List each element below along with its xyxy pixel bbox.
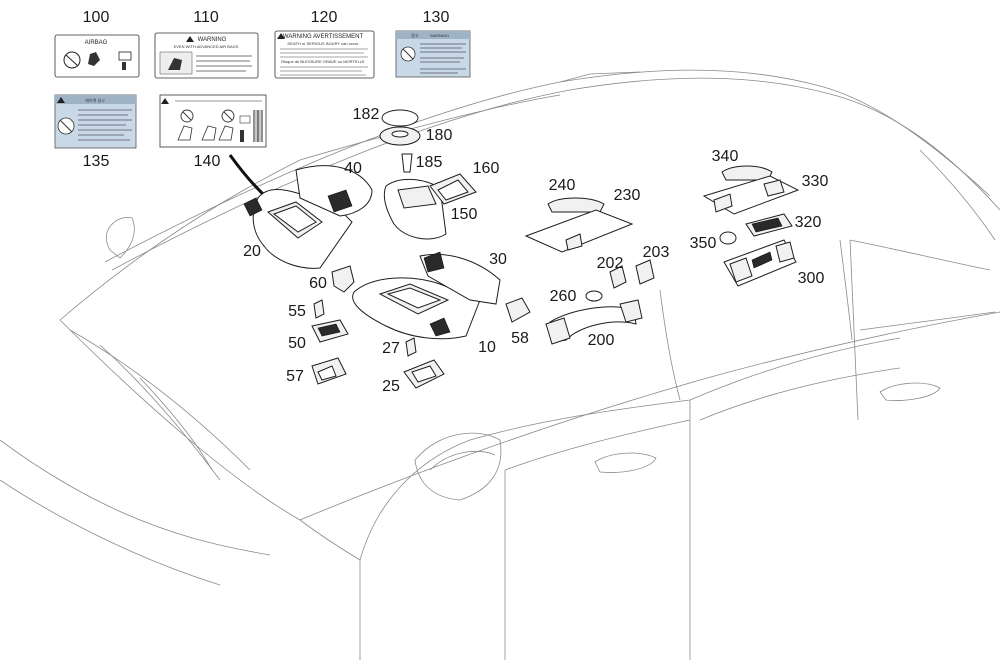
clip-203 bbox=[635, 259, 655, 285]
callout-25: 25 bbox=[382, 378, 400, 395]
clip-60 bbox=[331, 265, 355, 293]
grab-handle-200 bbox=[545, 299, 643, 345]
label-120-title: WARNING AVERTISSEMENT bbox=[283, 34, 364, 40]
mirror-pin-185 bbox=[401, 153, 413, 173]
visor-hinge-icon bbox=[327, 189, 353, 213]
clip-27 bbox=[405, 337, 417, 357]
hand-icon bbox=[240, 130, 244, 142]
warning-label-130: 130 경고 WARNING bbox=[395, 9, 471, 78]
warning-label-140: 140 bbox=[159, 94, 267, 170]
visor-bracket-40 bbox=[295, 165, 373, 217]
holder-57 bbox=[311, 357, 347, 385]
warning-triangle-icon bbox=[186, 36, 194, 42]
callouts: 20 40 30 10 60 55 50 57 27 25 58 182 180… bbox=[243, 106, 828, 395]
airbag-label-100: 100 AIRBAG bbox=[54, 9, 140, 78]
label-130-title: WARNING bbox=[430, 33, 449, 38]
callout-182: 182 bbox=[353, 106, 380, 123]
callout-135: 135 bbox=[83, 153, 110, 170]
callout-240: 240 bbox=[549, 177, 576, 194]
callout-130: 130 bbox=[423, 9, 450, 26]
warning-label-110: 110 WARNING EVEN WITH ADVANCED AIR BAGS bbox=[154, 9, 259, 79]
overhead-console-300 bbox=[723, 239, 797, 287]
prohibition-icon-2 bbox=[221, 109, 235, 123]
clip-55 bbox=[313, 299, 325, 319]
callout-10: 10 bbox=[478, 339, 496, 356]
bracket-230 bbox=[524, 209, 634, 253]
rear-view-mirror-150 bbox=[383, 179, 447, 240]
callout-200: 200 bbox=[588, 332, 615, 349]
warning-label-135: 에어백 경고 135 bbox=[54, 94, 137, 170]
callout-57: 57 bbox=[286, 368, 304, 385]
visor-clip-icon bbox=[429, 317, 451, 337]
mirror-base-180 bbox=[379, 126, 421, 146]
warning-triangle-icon bbox=[161, 98, 169, 104]
prohibition-icon bbox=[180, 109, 194, 123]
callout-230: 230 bbox=[614, 187, 641, 204]
manual-icon bbox=[118, 51, 132, 61]
console-bracket-330 bbox=[702, 175, 800, 215]
hand-icon bbox=[122, 62, 126, 70]
bulb-350 bbox=[719, 231, 737, 245]
callout-120: 120 bbox=[311, 9, 338, 26]
clip-202 bbox=[609, 265, 627, 289]
label-110-title: WARNING bbox=[198, 37, 227, 43]
barcode bbox=[253, 110, 263, 142]
callout-180: 180 bbox=[426, 127, 453, 144]
callout-60: 60 bbox=[309, 275, 327, 292]
label-100-title: AIRBAG bbox=[85, 40, 108, 46]
callout-40: 40 bbox=[344, 160, 362, 177]
cap-260 bbox=[585, 290, 603, 302]
mirror-cover-160 bbox=[429, 173, 477, 205]
console-switch-320 bbox=[745, 213, 793, 237]
holder-25 bbox=[403, 359, 445, 389]
car-outline bbox=[0, 69, 1000, 660]
seat-icon bbox=[177, 125, 193, 141]
callout-55: 55 bbox=[288, 303, 306, 320]
handle-cover-240 bbox=[547, 197, 605, 213]
callout-185: 185 bbox=[416, 154, 443, 171]
callout-58: 58 bbox=[511, 330, 529, 347]
callout-27: 27 bbox=[382, 340, 400, 357]
callout-260: 260 bbox=[550, 288, 577, 305]
callout-30: 30 bbox=[489, 251, 507, 268]
callout-20: 20 bbox=[243, 243, 261, 260]
seat-icon bbox=[88, 52, 100, 66]
callout-110: 110 bbox=[193, 9, 219, 26]
label-130-kr: 경고 bbox=[411, 32, 419, 38]
callout-203: 203 bbox=[643, 244, 670, 261]
warning-label-120: 120 WARNING AVERTISSEMENT DEATH or SERIO… bbox=[274, 9, 375, 79]
warning-triangle-icon bbox=[57, 97, 65, 103]
callout-50: 50 bbox=[288, 335, 306, 352]
callout-300: 300 bbox=[798, 270, 825, 287]
callout-140: 140 bbox=[194, 153, 221, 170]
holder-50 bbox=[311, 319, 349, 343]
label-110-line1: EVEN WITH ADVANCED AIR BAGS bbox=[174, 44, 239, 49]
visor-bracket-30 bbox=[419, 251, 501, 305]
warning-triangle-icon bbox=[277, 33, 285, 39]
label-120-line2: Risque de BLESSURE GRAVE ou MORTELLE bbox=[281, 59, 365, 64]
sun-visor-passenger bbox=[352, 277, 481, 340]
mirror-cover-182 bbox=[381, 109, 419, 127]
bracket-58 bbox=[505, 297, 531, 323]
prohibition-icon bbox=[63, 51, 81, 69]
label-135-title: 에어백 경고 bbox=[85, 97, 105, 103]
callout-100: 100 bbox=[83, 9, 110, 26]
callout-320: 320 bbox=[795, 214, 822, 231]
label-120-line1: DEATH or SERIOUS INJURY can occur bbox=[288, 41, 360, 46]
callout-160: 160 bbox=[473, 160, 500, 177]
callout-350: 350 bbox=[690, 235, 717, 252]
callout-340: 340 bbox=[712, 148, 739, 165]
callout-150: 150 bbox=[451, 206, 478, 223]
visor-clip-icon bbox=[243, 197, 263, 217]
manual-icon bbox=[239, 115, 251, 124]
callout-202: 202 bbox=[597, 255, 624, 272]
visor-hinge-icon bbox=[423, 251, 445, 273]
callout-330: 330 bbox=[802, 173, 829, 190]
